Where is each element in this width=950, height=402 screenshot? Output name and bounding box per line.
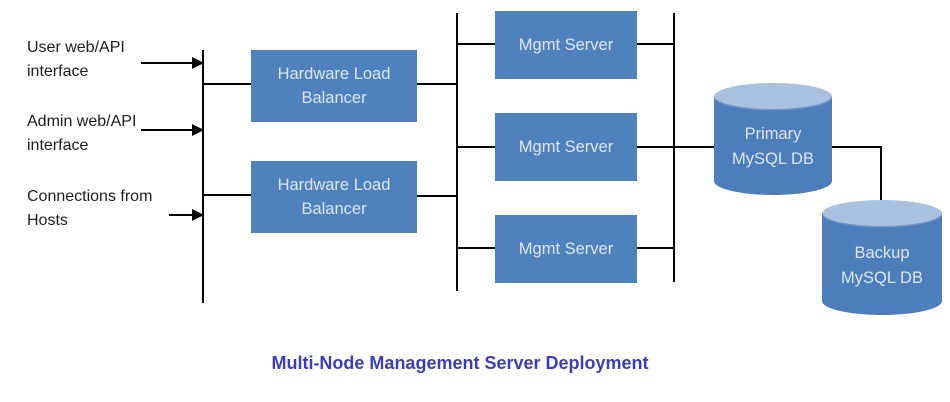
bus-loadbalancer-mgmt	[456, 13, 458, 291]
db-label-line: Primary	[744, 125, 802, 143]
diagram-title: Multi-Node Management Server Deployment	[271, 353, 649, 373]
connector-bus-primarydb	[673, 146, 715, 148]
label-line: Connections from	[27, 188, 153, 205]
arrow-user-line	[141, 62, 193, 64]
node-label: Hardware Load Balancer	[277, 176, 391, 218]
connector-bus-ms2	[456, 146, 496, 148]
connector-primary-backup-h	[830, 146, 882, 148]
label-connections-hosts: Connections from Hosts	[27, 185, 152, 233]
connector-bus-ms3	[456, 247, 496, 249]
node-mgmt-server-1: Mgmt Server	[495, 11, 637, 79]
node-label: Backup MySQL DB	[822, 200, 942, 315]
db-label-line: Backup	[854, 243, 910, 262]
label-line: interface	[27, 137, 89, 154]
db-label-line: MySQL DB	[732, 150, 814, 168]
database-cylinder-top-icon	[822, 200, 942, 227]
connector-ms3-bus	[636, 247, 674, 249]
db-label-line: MySQL DB	[841, 268, 923, 287]
label-admin-web-api: Admin web/API interface	[27, 110, 136, 158]
node-load-balancer-2: Hardware Load Balancer	[251, 161, 417, 233]
arrow-user-head-icon	[192, 57, 204, 69]
connector-lb1-bus	[416, 83, 457, 85]
node-primary-mysql-db: Primary MySQL DB	[714, 83, 832, 195]
node-label: Mgmt Server	[518, 240, 614, 258]
node-mgmt-server-2: Mgmt Server	[495, 113, 637, 181]
connector-primary-backup-v	[880, 146, 882, 210]
node-label: Hardware Load Balancer	[277, 65, 391, 107]
connector-ms1-bus	[636, 43, 674, 45]
database-cylinder-body	[714, 96, 832, 195]
bus-input	[202, 50, 204, 303]
node-label: Primary MySQL DB	[714, 83, 832, 195]
connector-lb2-bus	[416, 195, 457, 197]
label-line: interface	[27, 63, 89, 80]
arrow-hosts-line	[169, 214, 193, 216]
node-load-balancer-1: Hardware Load Balancer	[251, 50, 417, 122]
database-cylinder-body	[822, 213, 942, 315]
connector-bus-lb2	[202, 194, 252, 196]
label-line: Admin web/API	[27, 113, 137, 130]
arrow-hosts-head-icon	[192, 209, 204, 221]
label-user-web-api: User web/API interface	[27, 36, 125, 84]
database-cylinder-top-icon	[714, 83, 832, 110]
label-line: Hosts	[27, 212, 68, 229]
arrow-admin-line	[141, 129, 193, 131]
connector-bus-ms1	[456, 43, 496, 45]
node-backup-mysql-db: Backup MySQL DB	[822, 200, 942, 315]
node-label: Mgmt Server	[518, 36, 614, 54]
arrow-admin-head-icon	[192, 124, 204, 136]
connector-bus-lb1	[202, 83, 252, 85]
connector-ms2-bus	[636, 146, 674, 148]
node-mgmt-server-3: Mgmt Server	[495, 215, 637, 283]
label-line: User web/API	[27, 39, 125, 56]
node-label: Mgmt Server	[518, 138, 614, 156]
